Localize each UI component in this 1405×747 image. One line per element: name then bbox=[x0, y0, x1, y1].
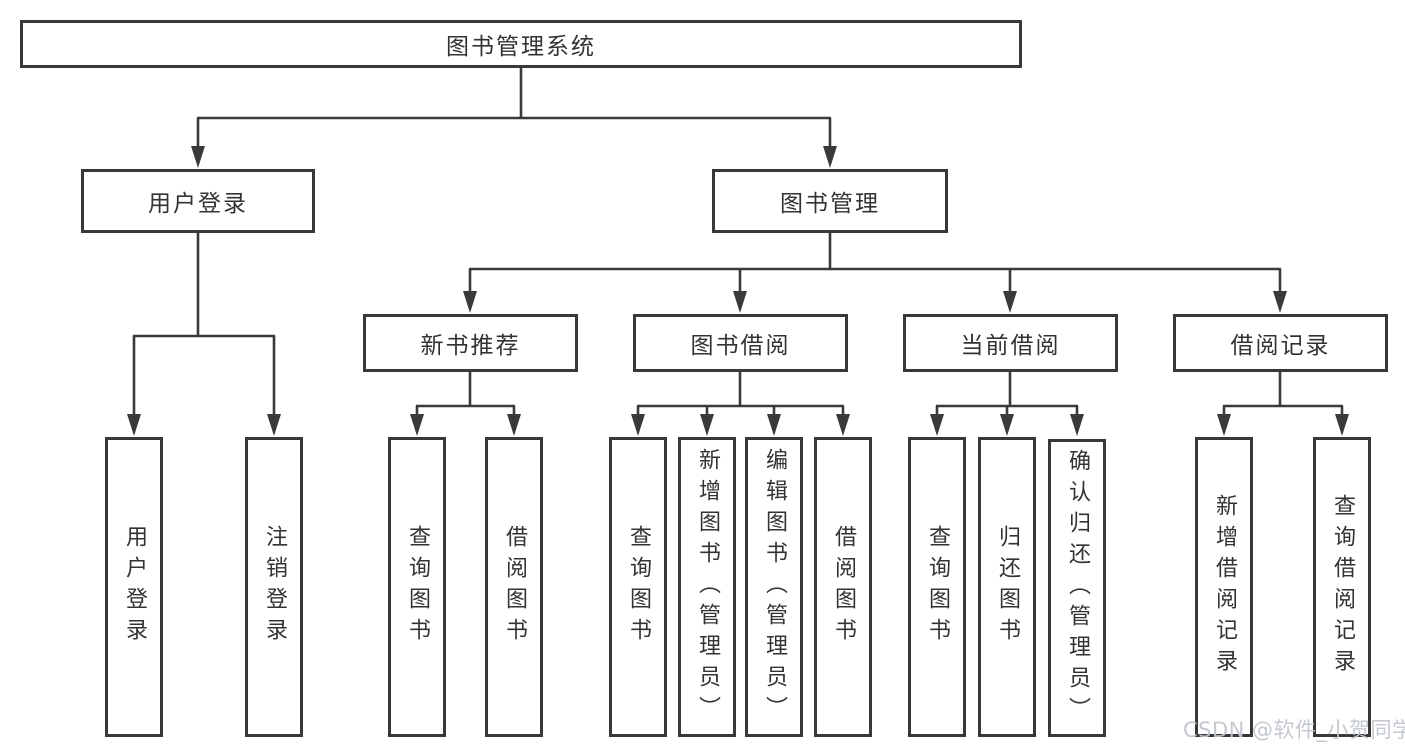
node-leaf-logout: 注销登录 bbox=[245, 437, 303, 737]
arrowhead bbox=[463, 291, 477, 313]
node-branch-book-mgmt-label: 图书管理 bbox=[780, 191, 880, 217]
arrowhead bbox=[1003, 291, 1017, 313]
node-branch-book-mgmt: 图书管理 bbox=[712, 169, 948, 233]
arrowhead bbox=[930, 414, 944, 436]
arrowhead bbox=[410, 414, 424, 436]
node-leaf-bb-add-books-label: 新增图书（管理员） bbox=[695, 447, 720, 727]
node-leaf-cb-confirm-return-label: 确认归还（管理员） bbox=[1065, 448, 1090, 728]
node-leaf-br-add-record-label: 新增借阅记录 bbox=[1212, 494, 1237, 680]
arrowhead bbox=[1070, 414, 1084, 436]
node-leaf-br-query-record: 查询借阅记录 bbox=[1313, 437, 1371, 737]
node-branch-user-login: 用户登录 bbox=[81, 169, 315, 233]
node-leaf-rec-borrow-books: 借阅图书 bbox=[485, 437, 543, 737]
node-root: 图书管理系统 bbox=[20, 20, 1022, 68]
node-leaf-cb-return-books: 归还图书 bbox=[978, 437, 1036, 737]
node-leaf-cb-query-books: 查询图书 bbox=[908, 437, 966, 737]
node-leaf-bb-edit-books-label: 编辑图书（管理员） bbox=[762, 447, 787, 727]
node-leaf-user-login: 用户登录 bbox=[105, 437, 163, 737]
node-root-label: 图书管理系统 bbox=[446, 34, 596, 60]
arrowhead bbox=[836, 414, 850, 436]
arrowhead bbox=[267, 414, 281, 436]
arrowhead bbox=[1273, 291, 1287, 313]
node-module-new-book-rec: 新书推荐 bbox=[363, 314, 578, 372]
node-module-borrow-records-label: 借阅记录 bbox=[1230, 333, 1331, 359]
node-module-book-borrow: 图书借阅 bbox=[633, 314, 848, 372]
arrowhead bbox=[1217, 414, 1231, 436]
node-leaf-cb-query-books-label: 查询图书 bbox=[925, 525, 950, 649]
arrowhead bbox=[767, 414, 781, 436]
node-leaf-bb-query-books: 查询图书 bbox=[609, 437, 667, 737]
node-module-current-borrow-label: 当前借阅 bbox=[960, 333, 1061, 359]
arrowheads bbox=[127, 146, 1349, 436]
node-leaf-bb-edit-books: 编辑图书（管理员） bbox=[745, 437, 803, 737]
node-leaf-rec-query-books: 查询图书 bbox=[388, 437, 446, 737]
node-leaf-cb-return-books-label: 归还图书 bbox=[995, 525, 1020, 649]
arrowhead bbox=[700, 414, 714, 436]
arrowhead bbox=[733, 291, 747, 313]
arrowhead bbox=[1000, 414, 1014, 436]
arrowhead bbox=[631, 414, 645, 436]
arrowhead bbox=[191, 146, 205, 168]
node-leaf-bb-query-books-label: 查询图书 bbox=[626, 525, 651, 649]
node-module-book-borrow-label: 图书借阅 bbox=[690, 333, 791, 359]
node-module-borrow-records: 借阅记录 bbox=[1173, 314, 1388, 372]
node-leaf-cb-confirm-return: 确认归还（管理员） bbox=[1048, 439, 1106, 737]
node-leaf-br-add-record: 新增借阅记录 bbox=[1195, 437, 1253, 737]
csdn-watermark: CSDN @软件_小贺同学 bbox=[1183, 718, 1405, 742]
node-branch-user-login-label: 用户登录 bbox=[148, 191, 248, 217]
node-leaf-user-login-label: 用户登录 bbox=[122, 525, 147, 649]
arrowhead bbox=[1335, 414, 1349, 436]
arrowhead bbox=[127, 414, 141, 436]
node-leaf-br-query-record-label: 查询借阅记录 bbox=[1330, 494, 1355, 680]
node-leaf-rec-borrow-books-label: 借阅图书 bbox=[502, 525, 527, 649]
arrowhead bbox=[507, 414, 521, 436]
node-leaf-rec-query-books-label: 查询图书 bbox=[405, 525, 430, 649]
arrowhead bbox=[823, 146, 837, 168]
node-module-current-borrow: 当前借阅 bbox=[903, 314, 1118, 372]
node-leaf-bb-add-books: 新增图书（管理员） bbox=[678, 437, 736, 737]
node-module-new-book-rec-label: 新书推荐 bbox=[420, 333, 521, 359]
node-leaf-bb-borrow-books: 借阅图书 bbox=[814, 437, 872, 737]
node-leaf-logout-label: 注销登录 bbox=[262, 525, 287, 649]
node-leaf-bb-borrow-books-label: 借阅图书 bbox=[831, 525, 856, 649]
